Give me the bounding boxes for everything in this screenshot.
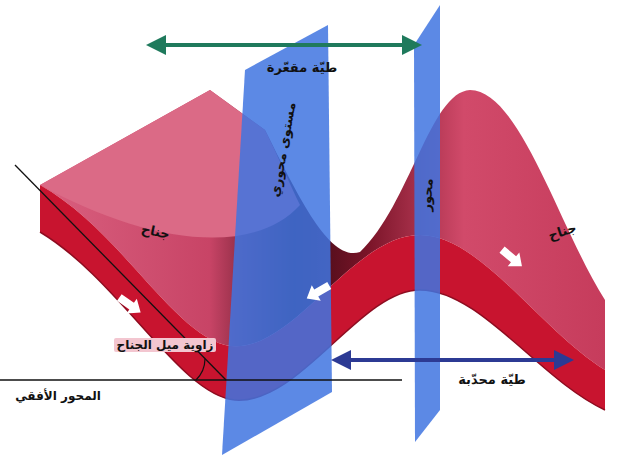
- dip-arrow: [302, 278, 334, 307]
- axis-label: محور: [419, 178, 437, 212]
- limb-label: جناح: [139, 221, 171, 242]
- horizontal-axis-line: [0, 379, 402, 380]
- angle-arc: [196, 359, 205, 380]
- dip-arrow: [114, 290, 146, 320]
- fold-type-label: طيّة مقعّرة: [267, 60, 337, 76]
- limb-dip-line: [15, 165, 226, 380]
- fold-type-label: طيّة محدّبة: [458, 372, 526, 388]
- axis-plane: [414, 5, 440, 442]
- angle-label: زاوية ميل الجناح: [114, 338, 217, 352]
- axial-plane: [222, 25, 332, 455]
- anticline-span-arrow: [335, 358, 570, 362]
- limb-label: جناح: [546, 220, 578, 244]
- plane-label: مستوى محوري: [267, 101, 299, 198]
- syncline-span-arrow: [150, 43, 418, 47]
- axis-label: المحور الأفقي: [15, 389, 101, 403]
- dip-arrow: [496, 243, 527, 274]
